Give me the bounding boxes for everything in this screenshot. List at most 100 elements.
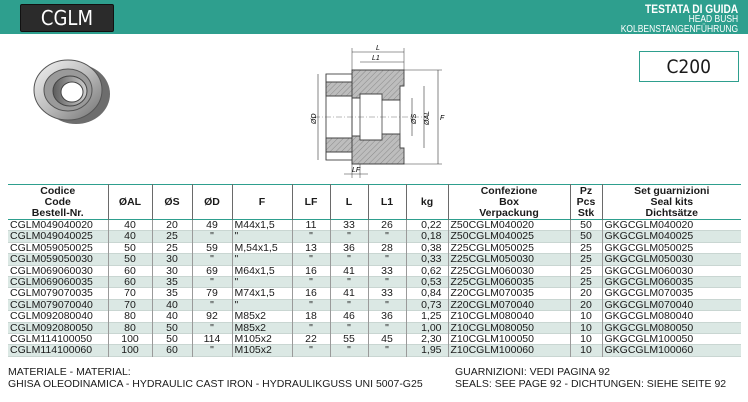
table-cell: 50 bbox=[570, 230, 603, 243]
table-cell: 40 bbox=[108, 219, 153, 231]
table-cell: 30 bbox=[152, 265, 193, 277]
table-cell: 49 bbox=[192, 219, 233, 231]
table-cell: 36 bbox=[368, 310, 407, 323]
material-spec: GHISA OLEODINAMICA - HYDRAULIC CAST IRON… bbox=[8, 378, 423, 390]
table-cell: " bbox=[330, 344, 369, 357]
table-cell: Z10CGLM080050 bbox=[448, 322, 571, 334]
title-italian: TESTATA DI GUIDA bbox=[644, 2, 738, 16]
table-cell: GKGCGLM100050 bbox=[602, 333, 741, 345]
table-cell: 69 bbox=[192, 265, 233, 277]
table-cell: 33 bbox=[368, 287, 407, 300]
table-cell: 55 bbox=[330, 333, 369, 345]
column-header: ØAL bbox=[108, 184, 153, 220]
table-cell: 0,38 bbox=[406, 242, 449, 254]
table-cell: Z10CGLM080040 bbox=[448, 310, 571, 323]
material-title: MATERIALE - MATERIAL: bbox=[8, 366, 131, 378]
table-cell: GKGCGLM060030 bbox=[602, 265, 741, 277]
table-cell: 1,95 bbox=[406, 344, 449, 357]
table-cell: 50 bbox=[152, 333, 193, 345]
table-cell: CGLM059050030 bbox=[8, 253, 109, 266]
table-cell: 25 bbox=[570, 276, 603, 288]
table-cell: " bbox=[232, 230, 293, 243]
table-cell: " bbox=[292, 322, 331, 334]
table-cell: 20 bbox=[570, 287, 603, 300]
table-cell: " bbox=[330, 276, 369, 288]
dim-l1-label: L1 bbox=[372, 55, 380, 62]
table-cell: GKGCGLM040020 bbox=[602, 219, 741, 231]
table-cell: 60 bbox=[152, 344, 193, 357]
table-cell: 0,84 bbox=[406, 287, 449, 300]
table-cell: 11 bbox=[292, 219, 331, 231]
table-cell: M74x1,5 bbox=[232, 287, 293, 300]
table-cell: 0,53 bbox=[406, 276, 449, 288]
series-code: C200 bbox=[666, 55, 712, 78]
table-cell: 18 bbox=[292, 310, 331, 323]
table-cell: GKGCGLM050030 bbox=[602, 253, 741, 266]
table-cell: 30 bbox=[152, 253, 193, 266]
table-cell: 22 bbox=[292, 333, 331, 345]
series-box: C200 bbox=[639, 51, 739, 82]
table-cell: 80 bbox=[108, 322, 153, 334]
column-header: Confezione Box Verpackung bbox=[448, 184, 571, 220]
table-cell: M105x2 bbox=[232, 333, 293, 345]
table-cell: 45 bbox=[368, 333, 407, 345]
table-cell: " bbox=[192, 299, 233, 311]
product-code-box: CGLM bbox=[20, 4, 114, 32]
table-cell: M44x1,5 bbox=[232, 219, 293, 231]
table-cell: 46 bbox=[330, 310, 369, 323]
table-cell: 10 bbox=[570, 322, 603, 334]
table-cell: " bbox=[192, 230, 233, 243]
table-cell: Z50CGLM040025 bbox=[448, 230, 571, 243]
table-cell: 33 bbox=[330, 219, 369, 231]
seals-ref-it: GUARNIZIONI: VEDI PAGINA 92 bbox=[455, 366, 611, 378]
table-cell: GKGCGLM080050 bbox=[602, 322, 741, 334]
table-cell: CGLM079070040 bbox=[8, 299, 109, 311]
dim-f-label: F bbox=[440, 115, 445, 122]
table-cell: " bbox=[368, 253, 407, 266]
table-cell: 13 bbox=[292, 242, 331, 254]
column-header: Codice Code Bestell-Nr. bbox=[8, 184, 109, 220]
table-cell: " bbox=[232, 253, 293, 266]
table-cell: 114 bbox=[192, 333, 233, 345]
product-titles: TESTATA DI GUIDA HEAD BUSH KOLBENSTANGEN… bbox=[600, 3, 738, 35]
product-code: CGLM bbox=[40, 6, 94, 30]
title-english: HEAD BUSH bbox=[688, 14, 738, 25]
table-cell: 70 bbox=[108, 287, 153, 300]
table-cell: 35 bbox=[152, 276, 193, 288]
seals-note: GUARNIZIONI: VEDI PAGINA 92 SEALS: SEE P… bbox=[455, 366, 726, 390]
table-cell: M,54x1,5 bbox=[232, 242, 293, 254]
table-cell: " bbox=[330, 299, 369, 311]
table-cell: " bbox=[292, 276, 331, 288]
table-cell: 50 bbox=[152, 322, 193, 334]
table-cell: 1,25 bbox=[406, 310, 449, 323]
table-cell: 50 bbox=[108, 242, 153, 254]
table-cell: CGLM069060030 bbox=[8, 265, 109, 277]
column-header: F bbox=[232, 184, 293, 220]
table-cell: 35 bbox=[152, 287, 193, 300]
table-cell: " bbox=[330, 253, 369, 266]
table-cell: 50 bbox=[108, 253, 153, 266]
table-cell: 100 bbox=[108, 333, 153, 345]
table-cell: Z25CGLM060035 bbox=[448, 276, 571, 288]
table-cell: " bbox=[368, 276, 407, 288]
table-cell: 10 bbox=[570, 344, 603, 357]
table-cell: 41 bbox=[330, 287, 369, 300]
table-cell: " bbox=[292, 253, 331, 266]
table-cell: 28 bbox=[368, 242, 407, 254]
table-cell: CGLM049040025 bbox=[8, 230, 109, 243]
table-cell: " bbox=[192, 253, 233, 266]
table-cell: " bbox=[292, 230, 331, 243]
table-cell: Z50CGLM040020 bbox=[448, 219, 571, 231]
table-cell: M85x2 bbox=[232, 322, 293, 334]
